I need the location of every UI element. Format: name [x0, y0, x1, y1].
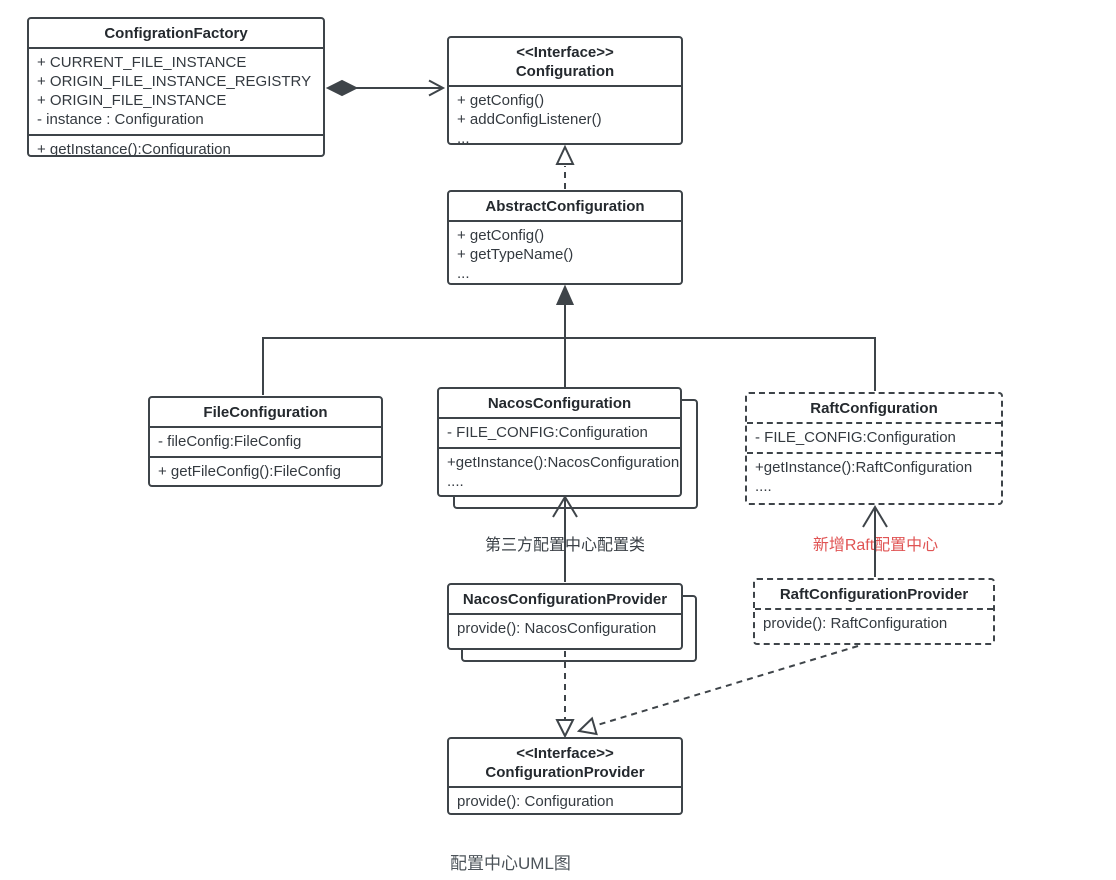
method: + getInstance():Configuration — [37, 141, 231, 157]
class-title: NacosConfigurationProvider — [462, 591, 668, 608]
class-file-configuration: FileConfiguration - fileConfig:FileConfi… — [148, 396, 383, 487]
attributes-section: - FILE_CONFIG:Configuration — [439, 417, 680, 447]
class-title: AbstractConfiguration — [485, 198, 645, 215]
method: provide(): Configuration — [457, 793, 614, 810]
interface-configuration-provider: <<Interface>> ConfigurationProvider prov… — [447, 737, 683, 815]
hollow-triangle-down — [555, 719, 575, 739]
method: provide(): NacosConfiguration — [457, 620, 657, 637]
annotation-raft-new: 新增Raft配置中心 — [812, 537, 939, 554]
methods-section: +getInstance():RaftConfiguration .... — [747, 452, 1001, 501]
class-title: RaftConfigurationProvider — [779, 586, 969, 603]
open-v-arrowhead-raft — [862, 505, 888, 528]
attribute: - FILE_CONFIG:Configuration — [755, 429, 956, 446]
method: +getInstance():RaftConfiguration — [755, 459, 973, 476]
method: ... — [457, 265, 470, 282]
attributes-section: - FILE_CONFIG:Configuration — [747, 422, 1001, 452]
method: ... — [457, 130, 470, 145]
methods-section: provide(): RaftConfiguration — [755, 608, 993, 638]
class-raft-configuration: RaftConfiguration - FILE_CONFIG:Configur… — [745, 392, 1003, 505]
stereotype: <<Interface>> — [516, 745, 614, 762]
class-configration-factory: ConfigrationFactory + CURRENT_FILE_INSTA… — [27, 17, 325, 157]
class-title: <<Interface>> Configuration — [449, 38, 681, 85]
class-nacos-configuration-provider: NacosConfigurationProvider provide(): Na… — [447, 583, 683, 650]
class-title: RaftConfiguration — [810, 400, 938, 417]
class-name: Configuration — [515, 63, 615, 80]
hollow-triangle-diagonal — [576, 716, 598, 736]
methods-section: + getFileConfig():FileConfig — [150, 456, 381, 485]
attribute: - instance : Configuration — [37, 111, 204, 128]
class-name: ConfigurationProvider — [485, 764, 645, 781]
methods-section: + getConfig() + getTypeName() ... — [449, 220, 681, 283]
attributes-section: + CURRENT_FILE_INSTANCE + ORIGIN_FILE_IN… — [29, 47, 323, 134]
diamond-arrowhead — [325, 79, 359, 97]
diagram-caption: 配置中心UML图 — [450, 854, 571, 873]
attribute: + CURRENT_FILE_INSTANCE — [37, 54, 247, 71]
method: + getFileConfig():FileConfig — [158, 463, 341, 480]
attributes-section: - fileConfig:FileConfig — [150, 426, 381, 456]
attribute: - fileConfig:FileConfig — [158, 433, 302, 450]
method: provide(): RaftConfiguration — [763, 615, 948, 632]
filled-triangle-up — [555, 284, 575, 305]
class-title: <<Interface>> ConfigurationProvider — [449, 739, 681, 786]
methods-section: + getInstance():Configuration — [29, 134, 323, 157]
stereotype: <<Interface>> — [516, 44, 614, 61]
method: .... — [447, 473, 464, 490]
class-title: ConfigrationFactory — [104, 25, 248, 42]
hollow-triangle-up — [555, 144, 575, 165]
methods-section: provide(): Configuration — [449, 786, 681, 813]
class-title: NacosConfiguration — [487, 395, 632, 412]
class-title: FileConfiguration — [203, 404, 328, 421]
methods-section: +getInstance():NacosConfiguration .... — [439, 447, 680, 495]
attribute: - FILE_CONFIG:Configuration — [447, 424, 648, 441]
method: + getConfig() — [457, 92, 545, 109]
methods-section: + getConfig() + addConfigListener() ... — [449, 85, 681, 145]
attribute: + ORIGIN_FILE_INSTANCE_REGISTRY — [37, 73, 312, 90]
method: .... — [755, 478, 772, 495]
open-arrowhead-configuration — [428, 79, 446, 97]
method: + getConfig() — [457, 227, 545, 244]
methods-section: provide(): NacosConfiguration — [449, 613, 681, 643]
method: + getTypeName() — [457, 246, 574, 263]
interface-configuration: <<Interface>> Configuration + getConfig(… — [447, 36, 683, 145]
method: + addConfigListener() — [457, 111, 602, 128]
annotation-third-party: 第三方配置中心配置类 — [484, 537, 645, 554]
method: +getInstance():NacosConfiguration — [447, 454, 680, 471]
class-abstract-configuration: AbstractConfiguration + getConfig() + ge… — [447, 190, 683, 285]
attribute: + ORIGIN_FILE_INSTANCE — [37, 92, 227, 109]
class-nacos-configuration: NacosConfiguration - FILE_CONFIG:Configu… — [437, 387, 682, 497]
class-raft-configuration-provider: RaftConfigurationProvider provide(): Raf… — [753, 578, 995, 645]
